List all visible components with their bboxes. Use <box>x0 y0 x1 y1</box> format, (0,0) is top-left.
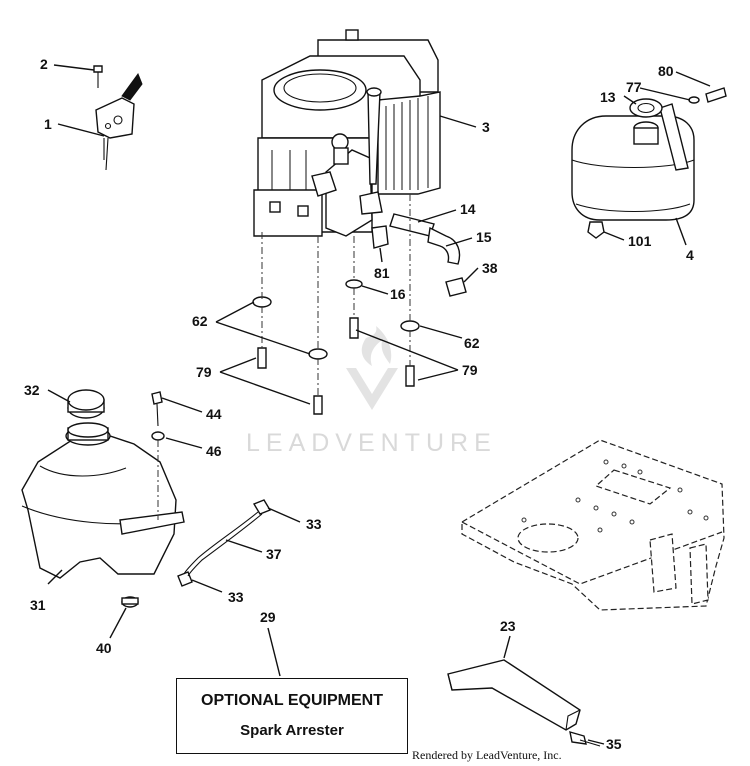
optional-equipment-subtitle: Spark Arrester <box>240 722 344 739</box>
callout-35: 35 <box>606 736 622 752</box>
callout-46: 46 <box>206 443 222 459</box>
callout-2: 2 <box>40 56 48 72</box>
callout-62-right: 62 <box>464 335 480 351</box>
callouts: 2 1 3 80 77 13 101 4 14 15 38 81 16 62 6… <box>24 56 694 752</box>
callout-38: 38 <box>482 260 498 276</box>
callout-79-left: 79 <box>196 364 212 380</box>
callout-16: 16 <box>390 286 406 302</box>
callout-4: 4 <box>686 247 694 263</box>
optional-equipment-box: OPTIONAL EQUIPMENT Spark Arrester <box>176 678 408 754</box>
callout-29: 29 <box>260 609 276 625</box>
callout-15: 15 <box>476 229 492 245</box>
callout-33-bottom: 33 <box>228 589 244 605</box>
mounting-hardware <box>252 194 420 415</box>
callout-79-right: 79 <box>462 362 478 378</box>
leadventure-logo-icon <box>346 326 398 410</box>
callout-23: 23 <box>500 618 516 634</box>
callout-33-top: 33 <box>306 516 322 532</box>
callout-62-left: 62 <box>192 313 208 329</box>
callout-14: 14 <box>460 201 476 217</box>
callout-3: 3 <box>482 119 490 135</box>
fuel-tank <box>21 389 185 608</box>
callout-31: 31 <box>30 597 46 613</box>
callout-81: 81 <box>374 265 390 281</box>
fuel-line <box>177 499 272 587</box>
callout-37: 37 <box>266 546 282 562</box>
optional-equipment-title: OPTIONAL EQUIPMENT <box>201 692 383 709</box>
watermark-text: LEADVENTURE <box>246 429 497 457</box>
leader-lines <box>47 64 711 745</box>
callout-1: 1 <box>44 116 52 132</box>
throttle-control <box>93 65 143 171</box>
spark-arrester <box>447 659 601 747</box>
callout-77: 77 <box>626 79 642 95</box>
callout-32: 32 <box>24 382 40 398</box>
render-credit: Rendered by LeadVenture, Inc. <box>412 748 562 762</box>
muffler <box>571 87 727 239</box>
callout-40: 40 <box>96 640 112 656</box>
callout-101: 101 <box>628 233 652 249</box>
exhaust-pipe <box>371 213 467 297</box>
chassis-frame <box>461 439 725 611</box>
callout-80: 80 <box>658 63 674 79</box>
callout-44: 44 <box>206 406 222 422</box>
callout-13: 13 <box>600 89 616 105</box>
engine <box>253 29 441 237</box>
